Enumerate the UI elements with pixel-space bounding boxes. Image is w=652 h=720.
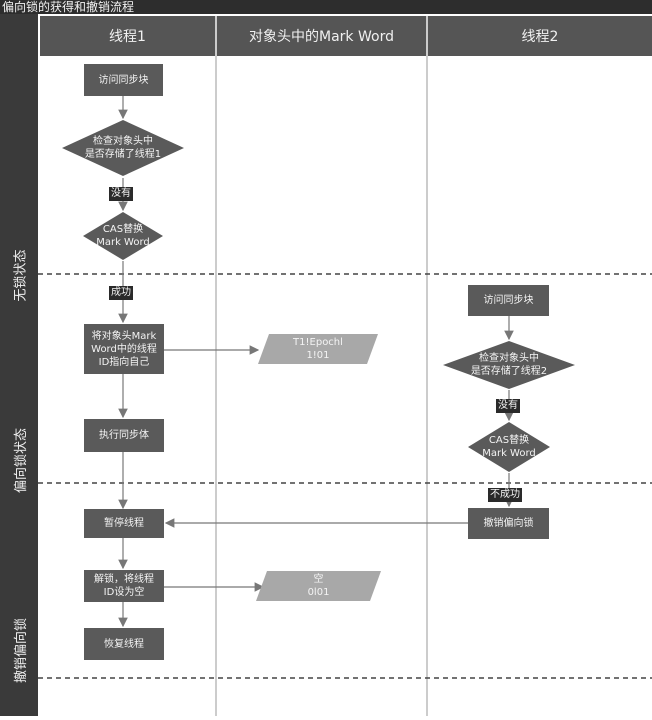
t2-access-sync-block: 访问同步块 [468,285,549,316]
t1-execute-sync-body: 执行同步体 [84,419,164,452]
lane-header-markword: 对象头中的Mark Word [217,16,426,56]
decision-diamond [83,212,163,260]
t2-check-header-text: 检查对象头中是否存储了线程2 [470,353,548,377]
t1-resume-thread: 恢复线程 [84,628,164,660]
decision-diamond [468,422,550,472]
diagram-title: 偏向锁的获得和撤销流程 [0,0,652,14]
lane-header-thread1: 线程1 [40,16,215,56]
decision-diamond [62,120,184,176]
t2-fail-tag: 不成功 [488,488,522,502]
markword-parallelogram [256,571,381,601]
t2-no-tag: 没有 [496,399,520,413]
t1-check-header-text: 检查对象头中是否存储了线程1 [84,136,162,160]
markword-parallelogram [258,334,378,364]
t2-revoke-biased-lock: 撤销偏向锁 [468,508,549,539]
t1-pause-thread: 暂停线程 [84,509,164,538]
t1-success-tag: 成功 [109,286,133,300]
state-sidebar [0,14,38,716]
t1-access-sync-block: 访问同步块 [84,64,163,96]
t1-no-tag: 没有 [109,187,133,201]
decision-diamond [443,341,575,389]
lane-header-thread2: 线程2 [428,16,652,56]
